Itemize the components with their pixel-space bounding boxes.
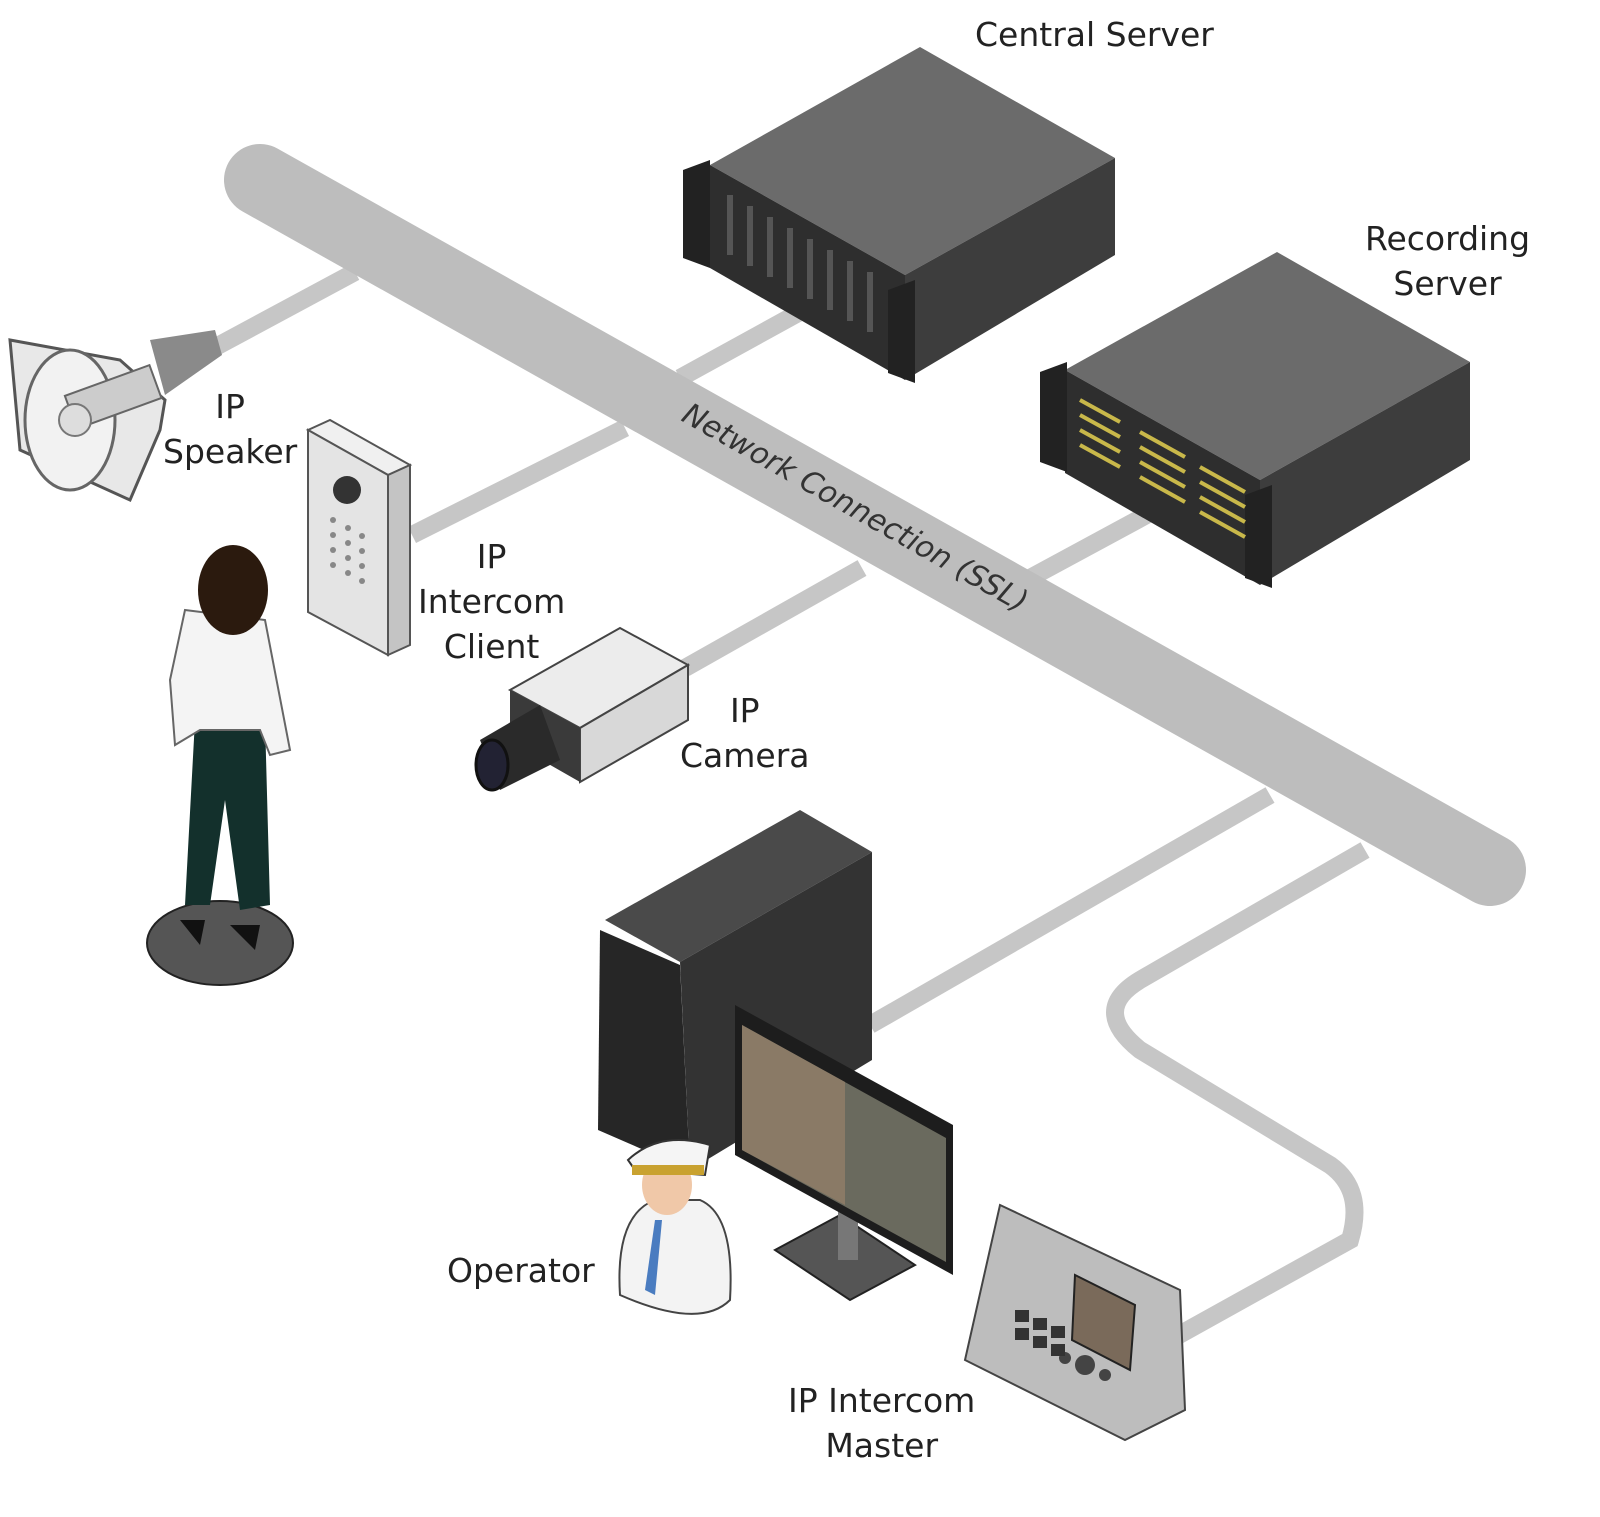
pc-tower-icon [598,810,872,1170]
network-backbone [224,144,1526,906]
cable-operator-pc [865,787,1275,1033]
network-label: Network Connection (SSL) [676,397,1034,620]
label-line: Intercom [418,582,566,621]
ip-intercom-master-icon [963,1203,1187,1442]
label-ip-intercom-master: IP Intercom Master [788,1378,975,1468]
label-line: Speaker [163,432,298,471]
branch-cables [205,264,1370,1348]
cable-speaker [205,264,360,358]
cable-intercom-client [407,419,630,544]
label-operator: Operator [447,1251,595,1290]
central-server-icon [683,47,1115,383]
label-line: Master [825,1426,939,1465]
label-line: IP [476,537,507,576]
label-line: IP [215,387,245,426]
ip-camera-icon [474,626,691,792]
cable-camera [680,560,867,676]
cable-intercom-master [1106,842,1370,1348]
label-recording-server: Recording Server [1365,216,1530,306]
recording-server-icon [1040,252,1470,588]
label-line: Server [1393,264,1502,303]
ip-speaker-icon [8,330,222,502]
monitor-icon [735,1005,953,1302]
label-ip-speaker: IP Speaker [163,384,297,474]
person-visitor-icon [146,545,294,986]
label-line: IP [729,691,760,730]
operator-icon [618,1139,732,1315]
label-line: Recording [1365,219,1531,258]
label-ip-intercom-client: IP Intercom Client [418,534,565,669]
label-ip-camera: IP Camera [680,688,810,778]
ip-intercom-client-icon [305,418,413,657]
label-line: Camera [680,736,810,775]
label-central-server: Central Server [975,15,1214,54]
label-line: IP Intercom [788,1381,976,1420]
label-line: Client [443,627,540,666]
cable-central-server [675,304,805,386]
